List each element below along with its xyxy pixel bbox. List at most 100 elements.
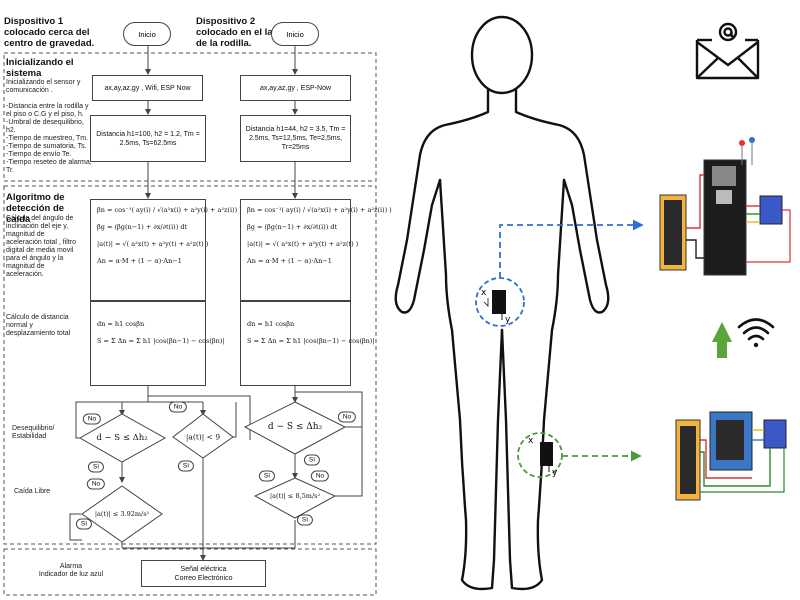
tag-no: No [86,478,106,490]
start-oval-2: Inicio [271,22,319,46]
device1-header: Dispositivo 1 colocado cerca del centro … [4,16,94,49]
distance-note-line: Cálculo de distancia [6,314,69,321]
distance-note-line: normal y [6,322,33,329]
decision-diamond-5 [253,477,337,519]
decision-diamond-1 [78,413,167,463]
svg-text:y: y [552,468,558,478]
sensor2-device [540,442,553,466]
decision-label-3: |a(t)| ≤ 3.92m/s² [94,510,150,518]
alarm-note-line: Alarma [59,563,83,570]
init-note-line: -Tiempo de envío Te. [6,151,72,158]
decision-label-4: d − S ≤ Δh₂ [267,422,323,432]
decision-label-5: |a(t)| ≤ 8,5m/s² [269,492,321,500]
decision-diamond-3 [81,485,163,543]
output-line-1: Señal eléctrica [180,565,227,573]
formula-line: An = α·M + (1 − α)·An−1 [97,257,182,265]
init-note-line: Tr. [6,167,14,174]
tag-si: Sí [87,461,105,473]
alarm-note-line: Indicador de luz azul [38,571,104,578]
tag-si: Sí [296,514,314,526]
sensor1-link [499,219,644,278]
angle-note-line: digital de media movil [6,247,74,254]
fall-note-line: Caída Libre [14,488,51,495]
sensors-box-2: ax,ay,az,gy , ESP-Now [240,75,351,101]
angle-note-line: aceleración. [6,271,44,278]
decision-label-1: d − S ≤ Δh₂ [96,433,148,443]
sensors-box-1: ax,ay,az,gy , Wifi, ESP Now [92,75,203,101]
angle-note-line: inclinación del eje y, [6,223,69,230]
tag-si: Sí [75,518,93,530]
angle-formulas-box-2: βn = cos⁻¹( ay(i) / √(a²x(i) + a²y(i) + … [240,199,392,301]
email-icon [695,22,760,80]
fall-side-note: Caída Libre [14,488,74,496]
decision-diamond-2 [172,413,234,459]
tag-si: Sí [177,460,195,472]
init-note-line: comunicación . [6,87,53,94]
init-section-title: Inicializando el sistema [6,57,74,79]
device1-subtitle-1: colocado cerca del [4,27,90,38]
svg-text:x: x [528,436,534,446]
init-section-frame [3,52,377,182]
output-line-2: Correo Electrónico [174,574,233,582]
imbalance-note-line: Desequilibrio/ [12,425,55,432]
device2-header: Dispositivo 2 colocado en el lateral de … [196,16,293,49]
formula-line: βg = (βg(n−1) + ∂x/∂t(i)) dt [97,223,188,231]
angle-note-line: magnitud de [6,231,45,238]
angle-formulas-box-1: βn = cos⁻¹( ay(i) / √(a²x(i) + a²y(i) + … [90,199,242,301]
device2-subtitle-1: colocado en el lateral [196,27,293,38]
init-note-line: -Tiempo reseteo de alarma, [6,159,92,166]
svg-text:x: x [481,288,487,298]
init-note-line: -Distancia entre la rodilla y [6,103,89,110]
formula-line: βn = cos⁻¹( ay(i) / √(a²x(i) + a²y(i) + … [247,206,392,214]
angle-note-line: aceleración total , filtro [6,239,77,246]
device2-title: Dispositivo 2 [196,16,256,27]
angle-note-line: para el ángulo y la [6,255,64,262]
formula-line: |a(t)| = √( a²x(t) + a²y(t) + a²z(t) ) [247,240,359,248]
init-note-line: el piso o C.G y el piso, h. [6,111,84,118]
start-oval-1: Inicio [123,22,171,46]
human-body-outline [394,15,610,591]
angle-note-line: magnitud de [6,263,45,270]
algo-section-frame [3,185,377,545]
init-note-line: Inicializando el sensor y [6,79,81,86]
imbalance-note-line: Estabilidad [12,433,47,440]
device1-title: Dispositivo 1 [4,16,64,27]
tag-no: No [168,401,188,413]
formula-line: S = Σ Δn = Σ h1 |cos(βn−1) − cos(βn)| [97,337,225,345]
formula-line: S = Σ Δn = Σ h1 |cos(βn−1) − cos(βn)| [247,337,375,345]
init-note-line: -Tiempo de sumatoria, Ts. [6,143,87,150]
formula-line: |a(t)| = √( a²x(t) + a²y(t) + a²z(t) ) [97,240,209,248]
tag-no: No [82,413,102,425]
output-box: Señal eléctrica Correo Electrónico [141,560,266,587]
tag-si: Sí [303,454,321,466]
decision-diamond-4 [243,401,347,455]
alarm-section-frame [3,548,377,596]
device2-subtitle-2: de la rodilla. [196,38,252,49]
init-note-line: -Umbral de desequilibrio, h2. [6,119,84,134]
distance-note-line: desplazamiento total [6,330,71,337]
tag-si: Sí [258,470,276,482]
init-note-line: -Tiempo de muestreo, Tm. [6,135,89,142]
angle-note-line: Cálculo del ángulo de [6,215,74,222]
algo-section-title: Algoritmo de detección de caída [6,192,65,225]
params-box-2: Distancia h1=44, h2 = 3.5, Tm = 2.5ms, T… [240,115,351,162]
sensor2-circle [517,432,563,478]
arrow-up-icon [712,322,732,358]
imbalance-side-note: Desequilibrio/Estabilidad [12,425,72,441]
params-box-1: Distancia h1=100, h2 = 1.2, Tm = 2.5ms, … [90,115,206,162]
tag-no: No [337,411,357,423]
svg-text:y: y [505,315,511,325]
formula-line: βn = cos⁻¹( ay(i) / √(a²x(i) + a²y(i) + … [97,206,242,214]
tag-no: No [310,470,330,482]
hardware-module-2 [675,411,787,501]
decision-label-2: |a(t)| < 9 [185,432,221,442]
formula-line: An = α·M + (1 − α)·An−1 [247,257,332,265]
